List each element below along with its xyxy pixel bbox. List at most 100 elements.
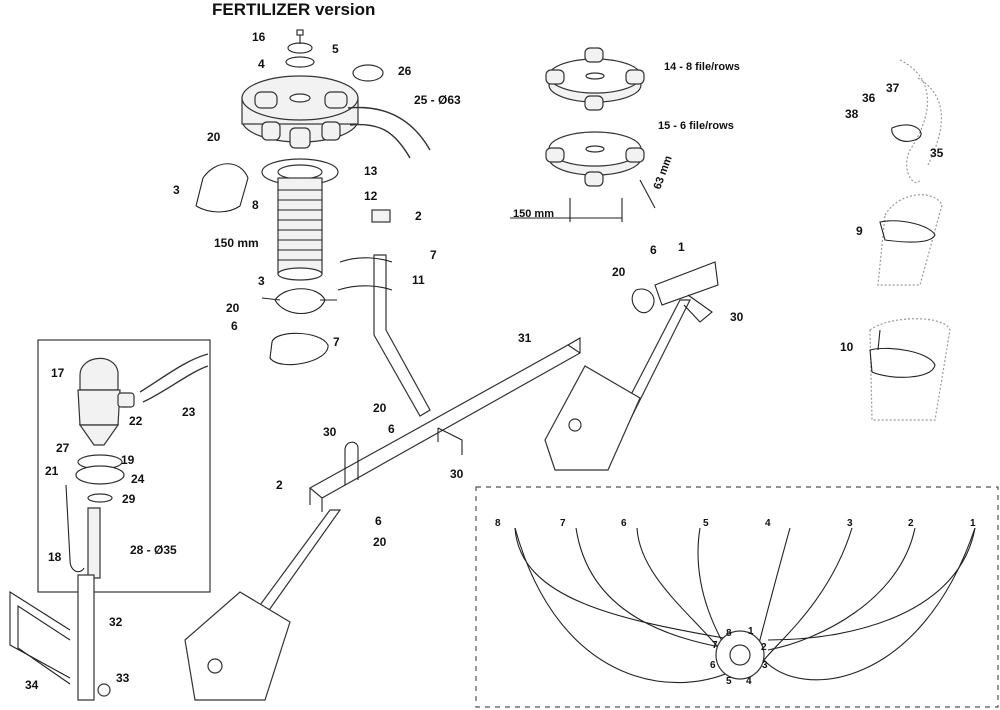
- label-36: 36: [862, 91, 876, 105]
- outlet-5: 5: [703, 518, 709, 529]
- label-4: 4: [258, 57, 265, 71]
- label-20-beam: 20: [373, 401, 387, 415]
- leg-left: [251, 509, 342, 621]
- hub-port-2: 2: [761, 642, 767, 653]
- label-26: 26: [398, 64, 412, 78]
- inset-frame: [37, 339, 211, 593]
- outlet-6: 6: [621, 518, 627, 529]
- label-33: 33: [116, 671, 130, 685]
- label-1: 1: [678, 240, 685, 254]
- u-bolt-30-beam: [344, 441, 359, 485]
- hose-25: [347, 106, 431, 151]
- hose-group-mid: [877, 194, 943, 286]
- label-3-mid: 3: [258, 274, 265, 288]
- routing-hoses: [514, 527, 976, 684]
- label-19: 19: [121, 453, 135, 467]
- loop-wire: [269, 332, 329, 366]
- hose-28: [87, 507, 101, 579]
- label-35: 35: [930, 146, 944, 160]
- label-12: 12: [364, 189, 378, 203]
- label-6-leg: 6: [375, 514, 382, 528]
- label-29: 29: [122, 492, 136, 506]
- label-15-dim: 15 - 6 file/rows: [658, 120, 734, 132]
- label-9: 9: [856, 224, 863, 238]
- hose-group-top: [891, 59, 942, 184]
- label-27: 27: [56, 441, 70, 455]
- clamp-26: [352, 64, 384, 82]
- outlet-7: 7: [560, 518, 566, 529]
- label-34: 34: [25, 678, 39, 692]
- label-17: 17: [51, 366, 65, 380]
- bracket-32: [77, 574, 95, 701]
- label-31: 31: [518, 331, 532, 345]
- hub-port-1: 1: [748, 626, 754, 637]
- label-11: 11: [412, 273, 425, 287]
- routing-box: [475, 486, 999, 708]
- label-2-top: 2: [415, 209, 422, 223]
- label-8: 8: [252, 198, 259, 212]
- label-20-leg: 20: [373, 535, 387, 549]
- label-37: 37: [886, 81, 900, 95]
- label-6-mid: 6: [231, 319, 238, 333]
- cap-2: [371, 209, 391, 223]
- base-plate-left: [184, 591, 291, 701]
- label-32: 32: [109, 615, 123, 629]
- label-7-mid: 7: [333, 335, 340, 349]
- support-arm-11: [373, 254, 431, 417]
- distributor-head-assembly: [241, 29, 359, 149]
- hub-port-5: 5: [726, 676, 732, 687]
- label-28-dim: 28 - Ø35: [130, 543, 177, 557]
- hub-port-labels: 8 1 2 3 4 5 6 7: [710, 626, 768, 687]
- label-7-top: 7: [430, 248, 437, 262]
- label-25-dim: 25 - Ø63: [414, 93, 461, 107]
- label-24: 24: [131, 472, 145, 486]
- label-38: 38: [845, 107, 859, 121]
- routing-hub: [715, 630, 765, 680]
- head-6-rows: [545, 131, 645, 187]
- label-30-beam: 30: [323, 425, 337, 439]
- label-5: 5: [332, 42, 339, 56]
- inset-cyclone: [77, 357, 135, 446]
- outlet-4: 4: [765, 518, 771, 529]
- label-16: 16: [252, 30, 266, 44]
- label-13: 13: [364, 164, 378, 178]
- hose-23: [139, 353, 209, 393]
- label-150-right: 150 mm: [513, 208, 554, 220]
- outlet-labels: 8 7 6 5 4 3 2 1: [495, 518, 976, 529]
- nut-33: [97, 683, 111, 697]
- hub-port-4: 4: [746, 676, 752, 687]
- label-20-top: 20: [207, 130, 221, 144]
- label-2-beam: 2: [276, 478, 283, 492]
- label-30-right: 30: [730, 310, 744, 324]
- label-20-right: 20: [612, 265, 626, 279]
- head-8-rows: [545, 47, 645, 111]
- label-30-clip: 30: [450, 467, 464, 481]
- label-150-left: 150 mm: [214, 236, 259, 250]
- bellows-tube: [261, 158, 339, 281]
- hose-group-bottom: [869, 318, 951, 421]
- u-bolt-34: [9, 591, 71, 679]
- label-3-top: 3: [173, 183, 180, 197]
- clamp-upper: [195, 163, 249, 213]
- clamp-lower: [261, 288, 337, 314]
- base-plate-right: [544, 365, 641, 471]
- label-6-right: 6: [650, 243, 657, 257]
- label-14-dim: 14 - 8 file/rows: [664, 61, 740, 73]
- hub-port-6: 6: [710, 660, 716, 671]
- label-6-beam: 6: [388, 422, 395, 436]
- part-labels: 16 5 4 26 25 - Ø63 20 13 3 12 8 2 150 mm…: [25, 30, 944, 692]
- label-10: 10: [840, 340, 854, 354]
- label-22: 22: [129, 414, 143, 428]
- label-18: 18: [48, 550, 62, 564]
- label-20-mid: 20: [226, 301, 240, 315]
- main-beam-31: [308, 344, 582, 499]
- outlet-1: 1: [970, 518, 976, 529]
- hub-port-3: 3: [762, 660, 768, 671]
- diagram-title: FERTILIZER version: [212, 0, 375, 19]
- label-23: 23: [182, 405, 196, 419]
- outlet-2: 2: [908, 518, 914, 529]
- outlet-3: 3: [847, 518, 853, 529]
- hub-port-7: 7: [712, 640, 718, 651]
- label-63: 63 mm: [652, 154, 675, 191]
